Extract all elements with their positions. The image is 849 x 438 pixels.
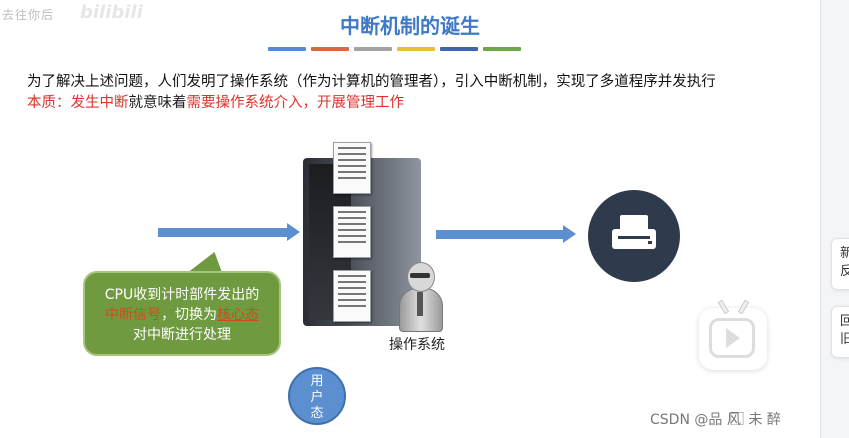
color-bar	[268, 47, 306, 51]
bubble-line-2: 中断信号，切换为核心态	[85, 305, 279, 325]
color-bar	[483, 47, 521, 51]
printer-icon	[588, 190, 680, 282]
color-bar	[311, 47, 349, 51]
input-arrow	[158, 223, 300, 241]
color-bar	[354, 47, 392, 51]
channel-watermark: 去往你后	[2, 8, 55, 22]
output-arrow	[436, 225, 576, 243]
bubble-separator: ，切换为	[161, 307, 217, 323]
bottom-cut-text: …	[612, 431, 623, 438]
essence-detail: 需要操作系统介入，开展管理工作	[186, 95, 405, 111]
user-mode-circle: 用 户 态	[288, 367, 346, 425]
program-doc-icon	[333, 142, 371, 194]
slide: 去往你后 bilibili 中断机制的诞生 为了解决上述问题，人们发明了操作系统…	[2, 2, 781, 438]
program-doc-icon	[333, 270, 371, 322]
csdn-watermark: CSDN @品 风 ⃞ 未 醉	[650, 412, 781, 428]
color-bar	[440, 47, 478, 51]
bubble-line-1: CPU收到计时部件发出的	[104, 287, 260, 303]
side-card-back[interactable]: 回 旧	[831, 306, 849, 358]
speech-bubble: CPU收到计时部件发出的 中断信号，切换为核心态 对中断进行处理	[83, 271, 281, 356]
essence-label: 本质：发生中断	[27, 95, 129, 111]
essence-connector: 就意味着	[128, 95, 187, 111]
bilibili-logo: bilibili	[80, 2, 143, 23]
bilibili-tv-icon[interactable]	[699, 299, 767, 370]
essence-text: 本质：发生中断就意味着需要操作系统介入，开展管理工作	[27, 91, 404, 112]
bubble-line-3: 对中断进行处理	[133, 327, 231, 343]
play-icon	[726, 328, 740, 348]
right-side-panel	[820, 0, 849, 438]
intro-text: 为了解决上述问题，人们发明了操作系统（作为计算机的管理者），引入中断机制，实现了…	[27, 74, 716, 90]
color-bar	[397, 47, 435, 51]
os-person-icon	[397, 262, 443, 334]
slide-title: 中断机制的诞生	[340, 14, 480, 38]
side-card-new[interactable]: 新 反	[831, 238, 849, 290]
kernel-mode-text: 核心态	[217, 307, 259, 323]
program-doc-icon	[333, 206, 371, 258]
os-label: 操作系统	[389, 337, 445, 353]
interrupt-signal-text: 中断信号	[105, 307, 161, 323]
title-color-bars	[268, 47, 521, 51]
